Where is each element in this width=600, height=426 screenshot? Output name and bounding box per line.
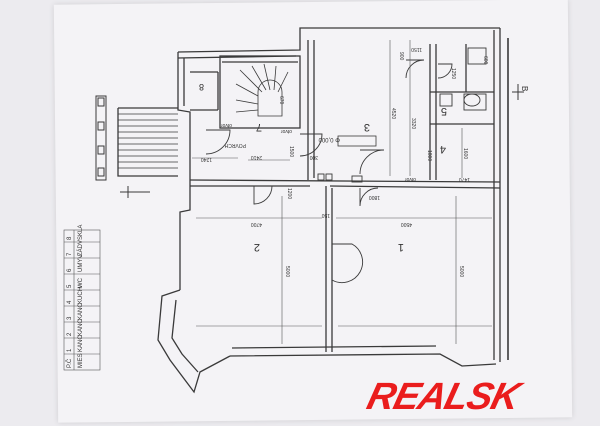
dim-670: 670 (278, 96, 284, 105)
dimension-lines (192, 40, 492, 344)
entrance-stairs (118, 113, 178, 169)
room-7-number: 7 (256, 121, 262, 133)
dim-4500: 4500 (401, 221, 412, 227)
dim-5000-right: 5000 (458, 266, 464, 277)
dimension-labels: 4700 4500 5000 5000 4520 3320 2410 1500 … (201, 46, 488, 277)
legend-row-5-no: 5 (67, 284, 73, 288)
dim-1240: 1240 (201, 156, 212, 162)
room-4-number: 4 (440, 143, 446, 155)
legend-header-no: P.Č (66, 358, 73, 368)
legend-row-2-no: 2 (67, 332, 73, 336)
b-marker-label: B (520, 86, 529, 91)
annotation-labels: POVRCH otvor otvor otvor B (221, 86, 529, 182)
dim-1470: 1470 (459, 176, 470, 182)
room-3-number: 3 (364, 121, 370, 133)
dim-1150: 1150 (411, 46, 422, 52)
legend-row-5-name: WC (78, 277, 84, 288)
room-2-number: 2 (254, 241, 260, 253)
legend-row-7-no: 7 (67, 252, 73, 256)
dim-5000-left: 5000 (284, 266, 290, 277)
dim-600: 600 (482, 56, 488, 65)
doors (205, 59, 453, 284)
legend-row-1-name: KANC (78, 335, 84, 352)
otvor-label-b: otvor (281, 128, 292, 134)
legend-row-1-no: 1 (67, 348, 73, 352)
room-5-number: 5 (441, 105, 447, 117)
walls (117, 27, 509, 394)
legend-row-4-no: 4 (67, 300, 73, 304)
dim-4700: 4700 (251, 221, 262, 227)
legend-header-name: MIES (78, 353, 84, 368)
dim-4520: 4520 (390, 108, 396, 119)
dim-1800: 1800 (369, 194, 380, 200)
dim-900: 900 (398, 52, 404, 61)
dim-1500: 1500 (288, 146, 294, 157)
legend-frame (63, 229, 101, 371)
dim-1250: 1250 (450, 68, 456, 79)
railing (95, 95, 107, 181)
legend-row-4-name: KUCH (78, 287, 84, 304)
room-legend: P.Č MIES 1 KANC 2 KANC 3 KANC 4 KUCH 5 W… (63, 225, 101, 371)
dim-150: 150 (321, 212, 330, 218)
otvor-label-a: otvor (221, 122, 232, 128)
legend-row-3-no: 3 (67, 316, 73, 320)
dim-1800b: 1800 (426, 150, 432, 161)
otvor-label-c: otvor (405, 176, 416, 182)
legend-row-3-name: KANC (78, 303, 84, 320)
fixtures (317, 47, 487, 183)
legend-row-8-name: SKLA (78, 225, 84, 240)
legend-row-6-name: UMYV (78, 255, 84, 272)
dim-2410: 2410 (251, 154, 262, 160)
dim-1600: 1600 (462, 148, 468, 159)
realsk-logo: REALSK (362, 376, 524, 418)
level-value: Φ 0,000 (318, 136, 340, 142)
povrch-label: POVRCH (224, 142, 246, 148)
spiral-stair (235, 63, 289, 117)
section-markers (120, 84, 524, 198)
dim-1200: 1200 (286, 188, 292, 199)
level-box (337, 135, 377, 147)
legend-row-7-name: ZÁDV (77, 240, 84, 256)
legend-row-6-no: 6 (67, 268, 73, 272)
legend-row-2-name: KANC (78, 319, 84, 336)
room-1-number: 1 (398, 241, 404, 253)
room-labels: 1 2 3 4 5 7 8 (199, 82, 447, 253)
dim-300: 300 (309, 154, 318, 160)
legend-row-8-no: 8 (67, 236, 73, 240)
dim-3320: 3320 (410, 118, 416, 129)
room-8-number: 8 (199, 82, 204, 92)
